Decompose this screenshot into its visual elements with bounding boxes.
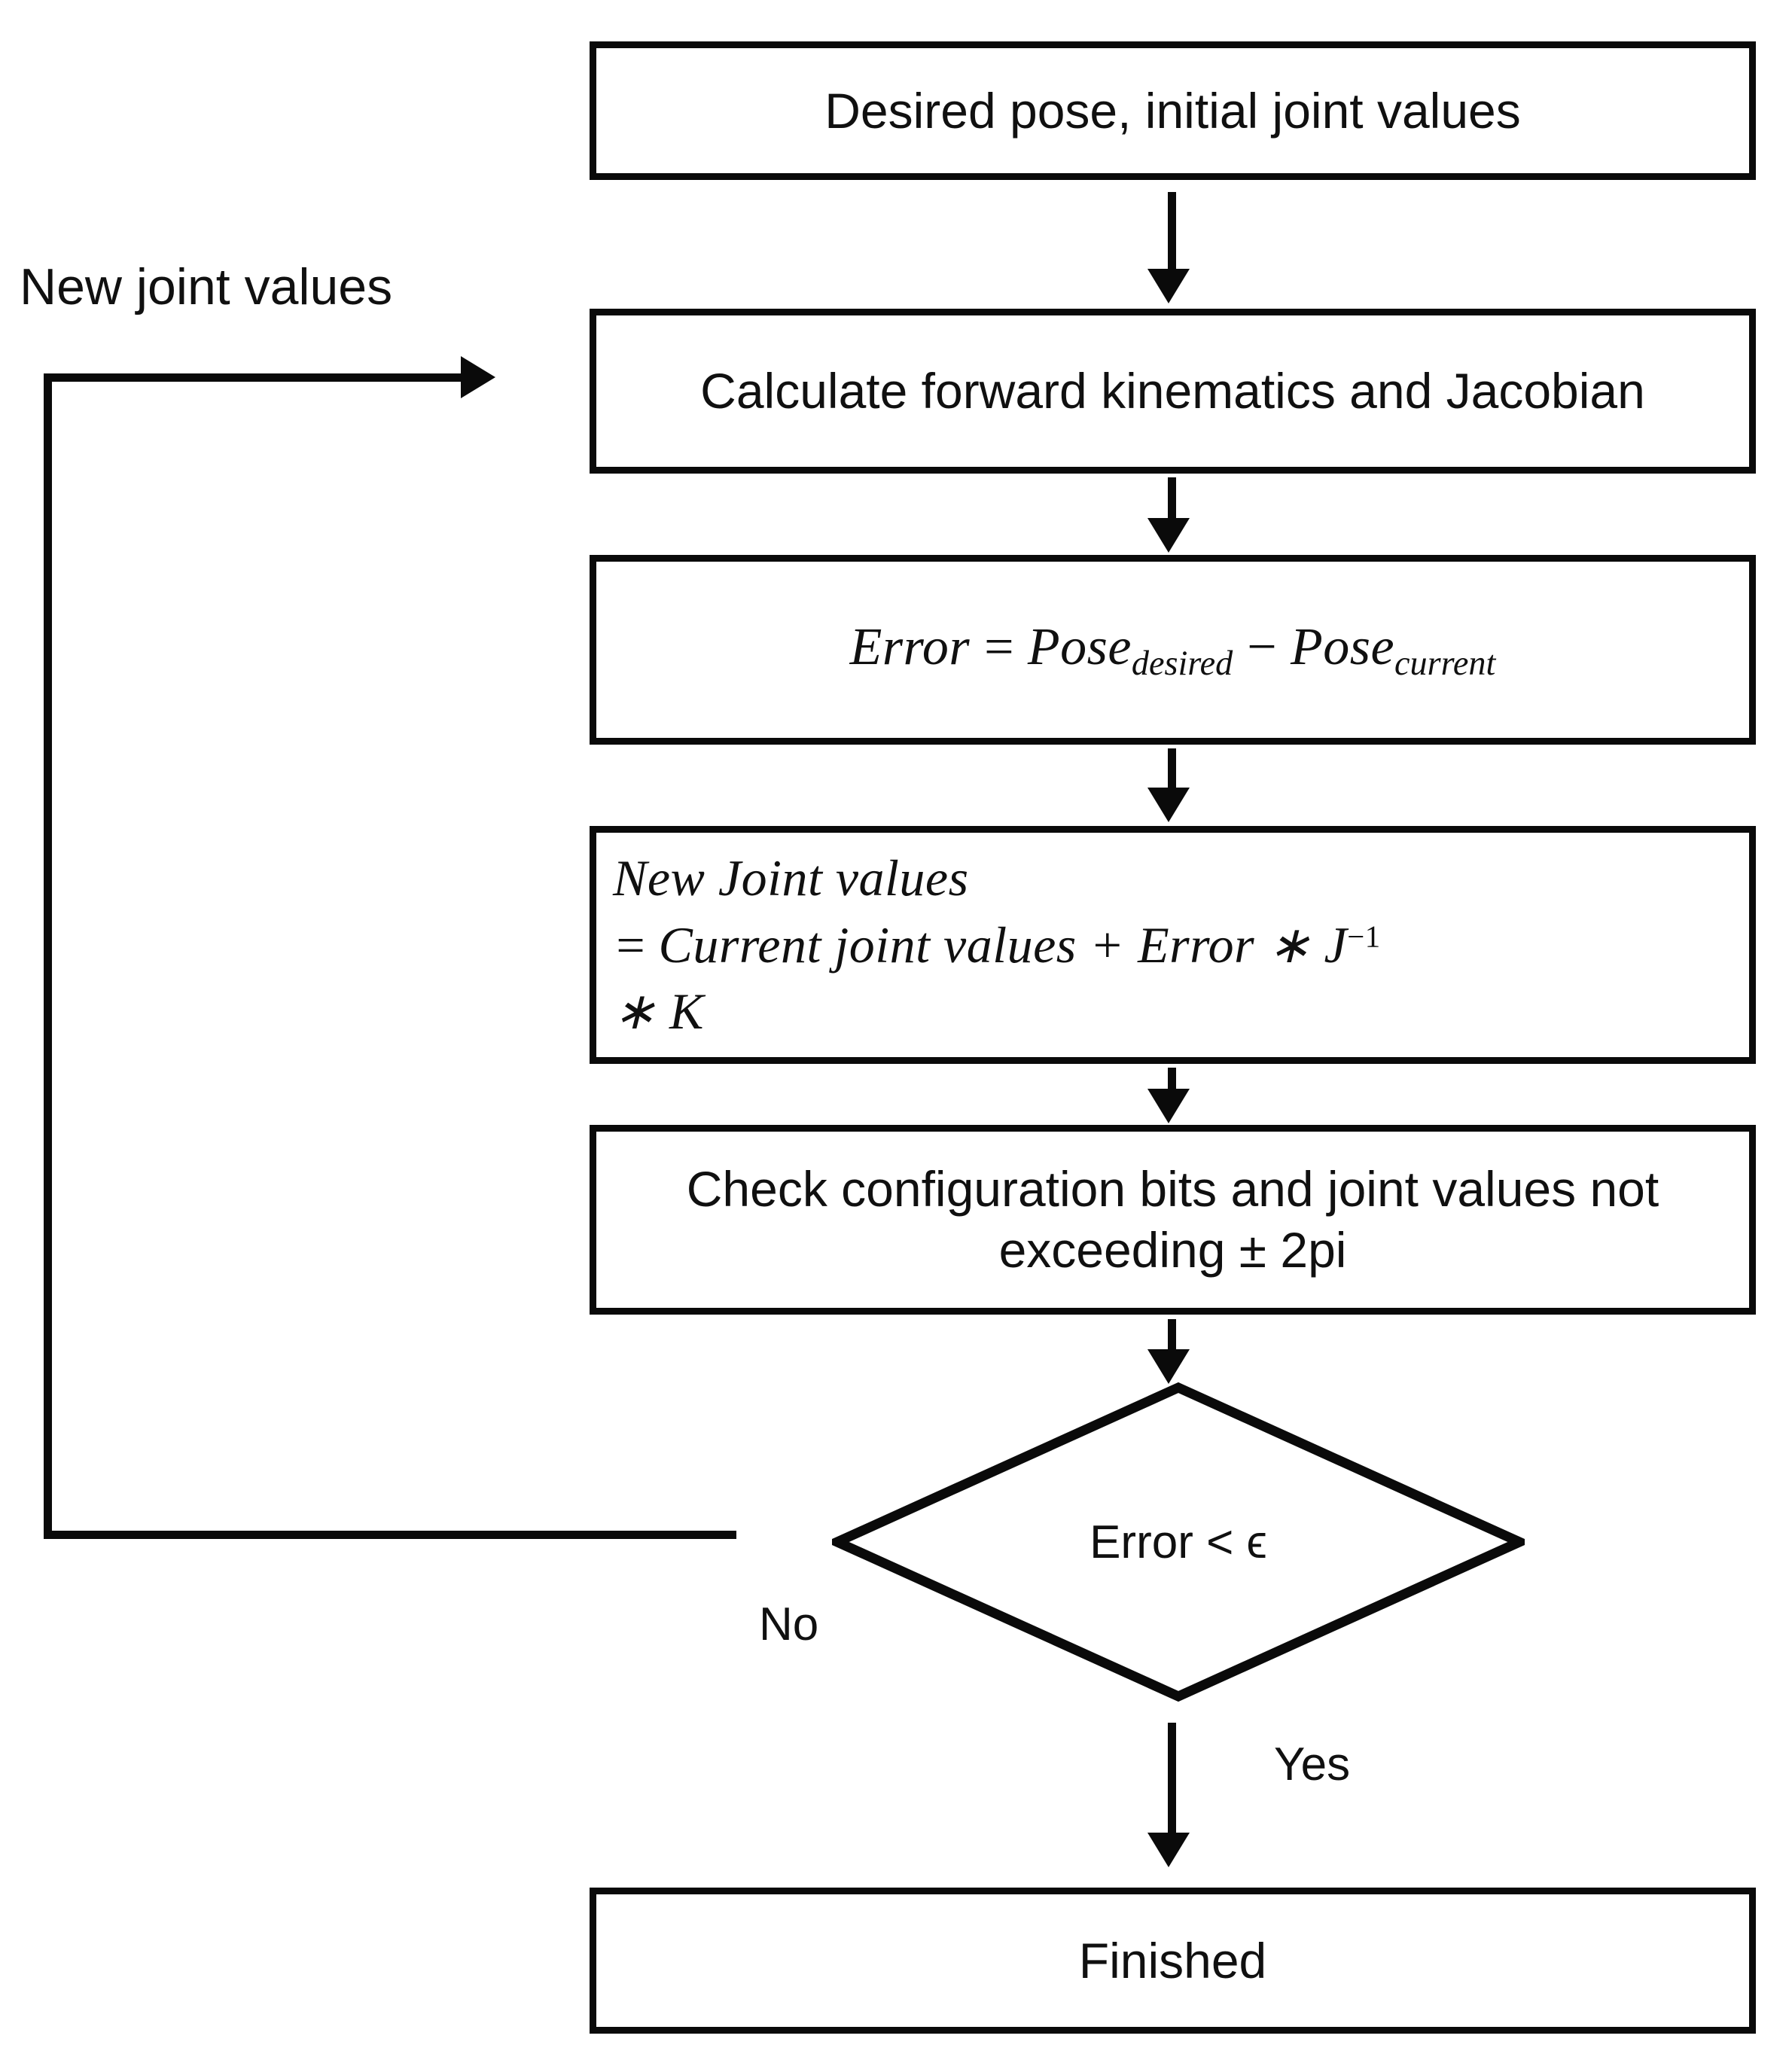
error-term1-base: Pose bbox=[1027, 617, 1132, 676]
feedback-edge-top-segment bbox=[44, 373, 465, 382]
error-term2-sub: current bbox=[1394, 643, 1496, 682]
node-decision-label-wrap: Error < ϵ bbox=[832, 1382, 1525, 1702]
node-new-joint-values-formula: New Joint values = Current joint values … bbox=[596, 845, 1749, 1044]
feedback-edge-left-segment bbox=[44, 373, 52, 1539]
edge-error-to-newjoint-line bbox=[1168, 748, 1176, 792]
node-error-equation[interactable]: Error = Posedesired − Posecurrent bbox=[590, 555, 1756, 745]
diamond-shape-icon bbox=[832, 1382, 1525, 1702]
feedback-edge-label: New joint values bbox=[20, 258, 393, 315]
node-decision-error-threshold[interactable]: Error < ϵ bbox=[832, 1382, 1525, 1702]
edge-check-to-decision-line bbox=[1168, 1319, 1176, 1354]
newjoint-line1: New Joint values bbox=[613, 849, 969, 907]
node-error-equation-formula: Error = Posedesired − Posecurrent bbox=[850, 617, 1496, 683]
edge-start-to-fk-line bbox=[1168, 192, 1176, 271]
node-forward-kinematics-label: Calculate forward kinematics and Jacobia… bbox=[700, 363, 1645, 419]
node-decision-label: Error < ϵ bbox=[1090, 1516, 1267, 1568]
node-forward-kinematics[interactable]: Calculate forward kinematics and Jacobia… bbox=[590, 309, 1756, 474]
feedback-edge-arrowhead-icon bbox=[461, 356, 495, 398]
edge-error-to-newjoint-arrowhead-icon bbox=[1147, 788, 1190, 822]
edge-check-to-decision-arrowhead-icon bbox=[1147, 1349, 1190, 1384]
edge-decision-yes-arrowhead-icon bbox=[1147, 1833, 1190, 1867]
newjoint-line2-text: Current joint values + Error ∗ J bbox=[658, 916, 1348, 974]
node-desired-pose[interactable]: Desired pose, initial joint values bbox=[590, 41, 1756, 180]
edge-start-to-fk-arrowhead-icon bbox=[1147, 269, 1190, 303]
node-finished[interactable]: Finished bbox=[590, 1888, 1756, 2034]
node-check-configuration[interactable]: Check configuration bits and joint value… bbox=[590, 1125, 1756, 1315]
error-term1-sub: desired bbox=[1131, 643, 1233, 682]
feedback-edge-bottom-segment bbox=[44, 1531, 736, 1539]
newjoint-exponent: −1 bbox=[1347, 919, 1381, 954]
edge-newjoint-to-check-arrowhead-icon bbox=[1147, 1089, 1190, 1123]
error-term2-base: Pose bbox=[1290, 617, 1395, 676]
edge-newjoint-to-check-line bbox=[1168, 1068, 1176, 1093]
node-finished-label: Finished bbox=[1078, 1932, 1267, 1988]
edge-label-no: No bbox=[759, 1598, 819, 1650]
node-check-configuration-label: Check configuration bits and joint value… bbox=[686, 1161, 1659, 1278]
newjoint-line2: = Current joint values + Error ∗ J−1 bbox=[613, 912, 1749, 978]
newjoint-equals: = bbox=[613, 916, 648, 974]
edge-decision-yes-line bbox=[1168, 1723, 1176, 1836]
error-operator: − bbox=[1243, 617, 1280, 676]
node-desired-pose-label: Desired pose, initial joint values bbox=[824, 82, 1521, 139]
edge-fk-to-error-line bbox=[1168, 477, 1176, 523]
node-new-joint-values-equation[interactable]: New Joint values = Current joint values … bbox=[590, 826, 1756, 1064]
edge-fk-to-error-arrowhead-icon bbox=[1147, 518, 1190, 553]
edge-label-yes: Yes bbox=[1274, 1739, 1351, 1790]
error-lhs: Error bbox=[849, 617, 971, 676]
newjoint-line3: ∗ K bbox=[613, 983, 704, 1041]
error-equals: = bbox=[980, 617, 1017, 676]
